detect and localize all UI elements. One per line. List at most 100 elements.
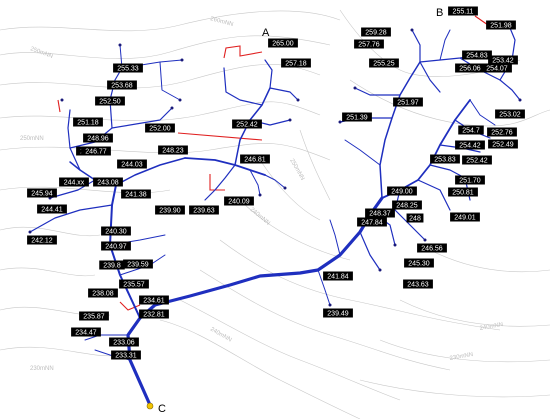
elevation-label-box — [357, 217, 387, 227]
elevation-label-box — [71, 327, 101, 337]
contour-label: 260mNN — [209, 16, 233, 28]
elevation-label: 242.12 — [27, 235, 57, 245]
elevation-label-box — [37, 204, 67, 214]
elevation-value: 253.42 — [492, 58, 514, 65]
elevation-value: 239.59 — [127, 262, 149, 269]
elevation-label: 250.81 — [448, 187, 478, 197]
elevation-value: 252.49 — [492, 142, 514, 149]
elevation-value: 249.00 — [391, 189, 413, 196]
elevation-label: 252.49 — [488, 139, 518, 149]
pipe-node — [60, 98, 64, 102]
elevation-label-box — [448, 6, 478, 16]
elevation-label: 253.42 — [488, 55, 518, 65]
contour-label: 230mNN — [449, 352, 473, 362]
elevation-label: 248.96 — [83, 133, 113, 143]
elevation-label: 248.25 — [392, 200, 422, 210]
elevation-label: 253.68 — [107, 80, 137, 90]
elevation-value: 249.01 — [454, 215, 476, 222]
elevation-label: 248.23 — [158, 145, 188, 155]
elevation-label: 241.38 — [121, 189, 151, 199]
elevation-value: 255.11 — [453, 9, 474, 16]
elevation-label-box — [393, 97, 423, 107]
elevation-label: 239.8 — [99, 260, 125, 270]
elevation-label: 248 — [406, 213, 424, 223]
elevation-label-box — [342, 112, 372, 122]
elevation-value: 246.56 — [421, 246, 443, 253]
elevation-label-box — [109, 337, 139, 347]
elevation-value: 255.33 — [117, 66, 139, 73]
elevation-label: 251.98 — [486, 20, 516, 30]
pipe-node — [338, 120, 342, 124]
pipe-node — [353, 86, 357, 90]
contour-lines — [0, 9, 550, 419]
point-a-label: A — [262, 27, 270, 39]
elevation-value: 242.12 — [31, 238, 53, 245]
elevation-label-box — [354, 39, 384, 49]
elevation-label-box — [323, 271, 353, 281]
elevation-label: 243.08 — [93, 177, 123, 187]
elevation-value: 250.81 — [452, 190, 474, 197]
elevation-value: 245.30 — [408, 261, 430, 268]
elevation-label: 252.42 — [462, 155, 492, 165]
elevation-value: 233.31 — [115, 353, 137, 360]
elevation-label-box — [119, 279, 149, 289]
elevation-label: 251.70 — [455, 175, 485, 185]
elevation-label-box — [462, 50, 492, 60]
pipe-node — [393, 243, 397, 247]
elevation-label-box — [404, 258, 434, 268]
elevation-value: 243.08 — [97, 180, 119, 187]
elevation-label-box — [27, 188, 57, 198]
elevation-label: 245.94 — [27, 188, 57, 198]
elevation-label-box — [323, 308, 353, 318]
elevation-label-box — [482, 63, 512, 73]
elevation-label-box — [59, 177, 89, 187]
elevation-value: 252.76 — [491, 130, 513, 137]
elevation-label: 243.63 — [403, 279, 433, 289]
elevation-label: 240.09 — [224, 196, 254, 206]
elevation-value: 240.97 — [105, 244, 127, 251]
pipe-node — [258, 193, 262, 197]
elevation-label: 239.49 — [323, 308, 353, 318]
elevation-label: 248.37 — [365, 208, 395, 218]
elevation-label: 251.18 — [73, 117, 103, 127]
pipe-node — [288, 118, 292, 122]
elevation-label: 255.11 — [448, 6, 478, 16]
elevation-value: 254.42 — [459, 143, 481, 150]
elevation-value: 251.18 — [77, 120, 99, 127]
elevation-label-box — [488, 55, 518, 65]
elevation-label-box — [406, 213, 424, 223]
elevation-value: 244.xx — [64, 180, 85, 187]
elevation-value: 243.63 — [407, 282, 429, 289]
pipe-node — [178, 98, 182, 102]
elevation-label: 239.59 — [123, 259, 153, 269]
pipe-node — [118, 43, 122, 47]
elevation-label-box — [387, 186, 417, 196]
elevation-label-box — [27, 235, 57, 245]
elevation-label: 232.81 — [139, 309, 169, 319]
elevation-label-box — [101, 241, 131, 251]
elevation-label-box — [361, 27, 391, 37]
elevation-value: 254.83 — [466, 53, 488, 60]
highlighted-pipes — [57, 15, 489, 311]
elevation-label-box — [369, 58, 399, 68]
elevation-value: 248.25 — [396, 203, 418, 210]
elevation-label: 234.47 — [71, 327, 101, 337]
elevation-label: 254.07 — [482, 63, 512, 73]
elevation-value: 239.90 — [159, 208, 181, 215]
elevation-label-box — [232, 119, 262, 129]
elevation-label-box — [145, 123, 175, 133]
elevation-value: 257.76 — [358, 42, 380, 49]
elevation-value: 233.06 — [113, 340, 135, 347]
elevation-value: 232.81 — [143, 312, 165, 319]
point-b-label: B — [436, 7, 443, 19]
elevation-label-box — [121, 189, 151, 199]
elevation-label: 251.39 — [342, 112, 372, 122]
elevation-label: 246.77 — [81, 146, 111, 156]
elevation-label-box — [81, 146, 111, 156]
elevation-label-box — [450, 212, 480, 222]
pipe-network — [29, 27, 521, 407]
elevation-value: 252.50 — [99, 99, 121, 106]
contour-label: 240mNN — [209, 327, 233, 344]
elevation-label-box — [123, 259, 153, 269]
